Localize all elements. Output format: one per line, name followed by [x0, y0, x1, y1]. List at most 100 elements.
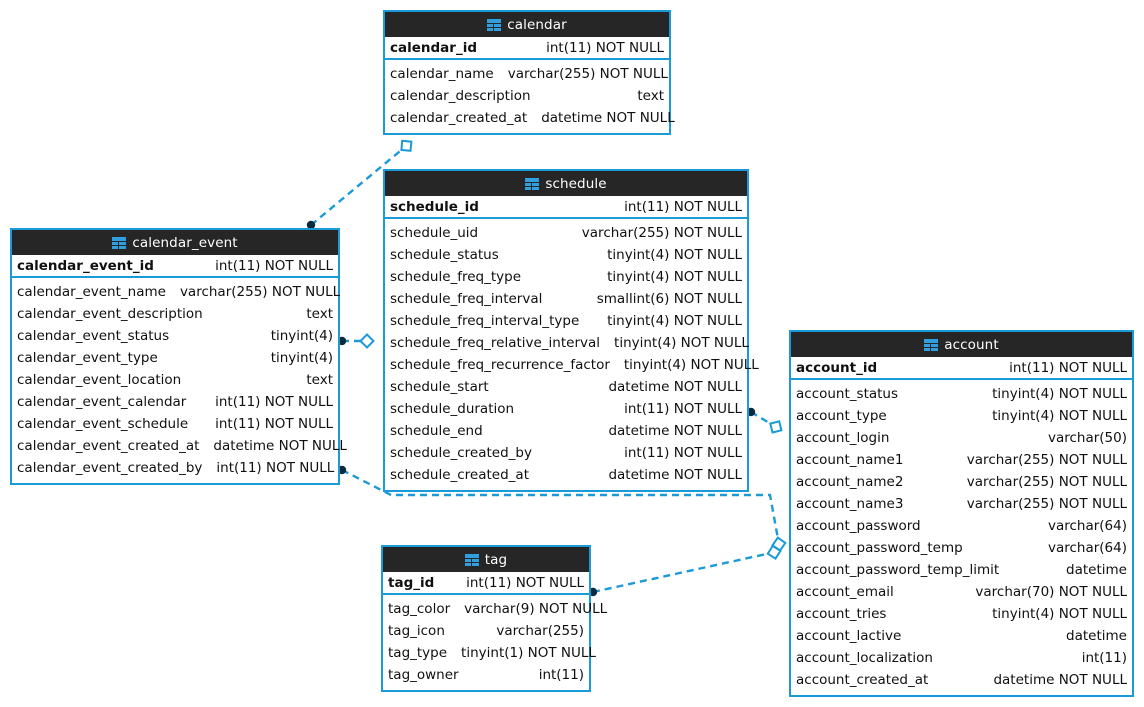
relationship-target-diamond	[766, 544, 782, 560]
column-name: account_password_temp	[796, 540, 963, 556]
table-grid-icon	[464, 553, 479, 566]
table-title: account	[944, 336, 999, 353]
column-type: tinyint(4)	[270, 350, 333, 366]
column-name: calendar_event_location	[17, 372, 182, 388]
column-name: tag_icon	[388, 623, 445, 639]
column-type: int(11)	[1081, 650, 1127, 666]
table-header-schedule[interactable]: schedule	[385, 171, 747, 196]
table-header-tag[interactable]: tag	[383, 547, 589, 572]
column-type: int(11) NOT NULL	[546, 39, 664, 56]
column-name: schedule_created_by	[390, 445, 532, 461]
column-type: tinyint(4) NOT NULL	[614, 335, 749, 351]
table-title: tag	[484, 551, 508, 568]
column-name: account_id	[796, 359, 878, 376]
column-type: int(11) NOT NULL	[215, 394, 333, 410]
column-name: schedule_created_at	[390, 467, 529, 483]
relationship-schedule-to-account[interactable]	[746, 407, 783, 434]
column-row[interactable]: account_name2 varchar(255) NOT NULL	[791, 471, 1132, 493]
column-row[interactable]: calendar_event_schedule int(11) NOT NULL	[12, 413, 338, 435]
column-type: datetime NOT NULL	[608, 467, 742, 483]
column-type: varchar(255) NOT NULL	[966, 474, 1127, 490]
column-name: account_email	[796, 584, 894, 600]
column-type: varchar(64)	[1047, 540, 1127, 556]
column-type: int(11) NOT NULL	[466, 574, 584, 591]
column-type: text	[637, 88, 664, 104]
column-name: account_created_at	[796, 672, 929, 688]
table-header-calendar_event[interactable]: calendar_event	[12, 230, 338, 255]
column-type: datetime NOT NULL	[213, 438, 347, 454]
column-type: int(11) NOT NULL	[215, 416, 333, 432]
column-name: calendar_event_schedule	[17, 416, 189, 432]
column-row[interactable]: schedule_created_at datetime NOT NULL	[385, 464, 747, 486]
table-grid-icon	[487, 18, 502, 31]
column-name: calendar_event_name	[17, 284, 166, 300]
table-header-account[interactable]: account	[791, 332, 1132, 357]
column-type: int(11) NOT NULL	[215, 257, 333, 274]
table-header-calendar[interactable]: calendar	[385, 12, 669, 37]
table-title: schedule	[545, 175, 607, 192]
column-name: account_type	[796, 408, 887, 424]
column-name: calendar_event_calendar	[17, 394, 187, 410]
column-name: tag_type	[388, 645, 448, 661]
column-type: varchar(255) NOT NULL	[966, 452, 1127, 468]
column-row[interactable]: account_password_temp varchar(64)	[791, 537, 1132, 559]
relationship-tag-to-account[interactable]	[588, 544, 782, 597]
column-row[interactable]: calendar_event_calendar int(11) NOT NULL	[12, 391, 338, 413]
column-name: account_status	[796, 386, 899, 402]
column-name: account_password	[796, 518, 921, 534]
column-type: int(11) NOT NULL	[624, 401, 742, 417]
relationship-calendar_event-to-schedule[interactable]	[337, 333, 375, 349]
column-name: account_name2	[796, 474, 904, 490]
column-type: varchar(50)	[1047, 430, 1127, 446]
